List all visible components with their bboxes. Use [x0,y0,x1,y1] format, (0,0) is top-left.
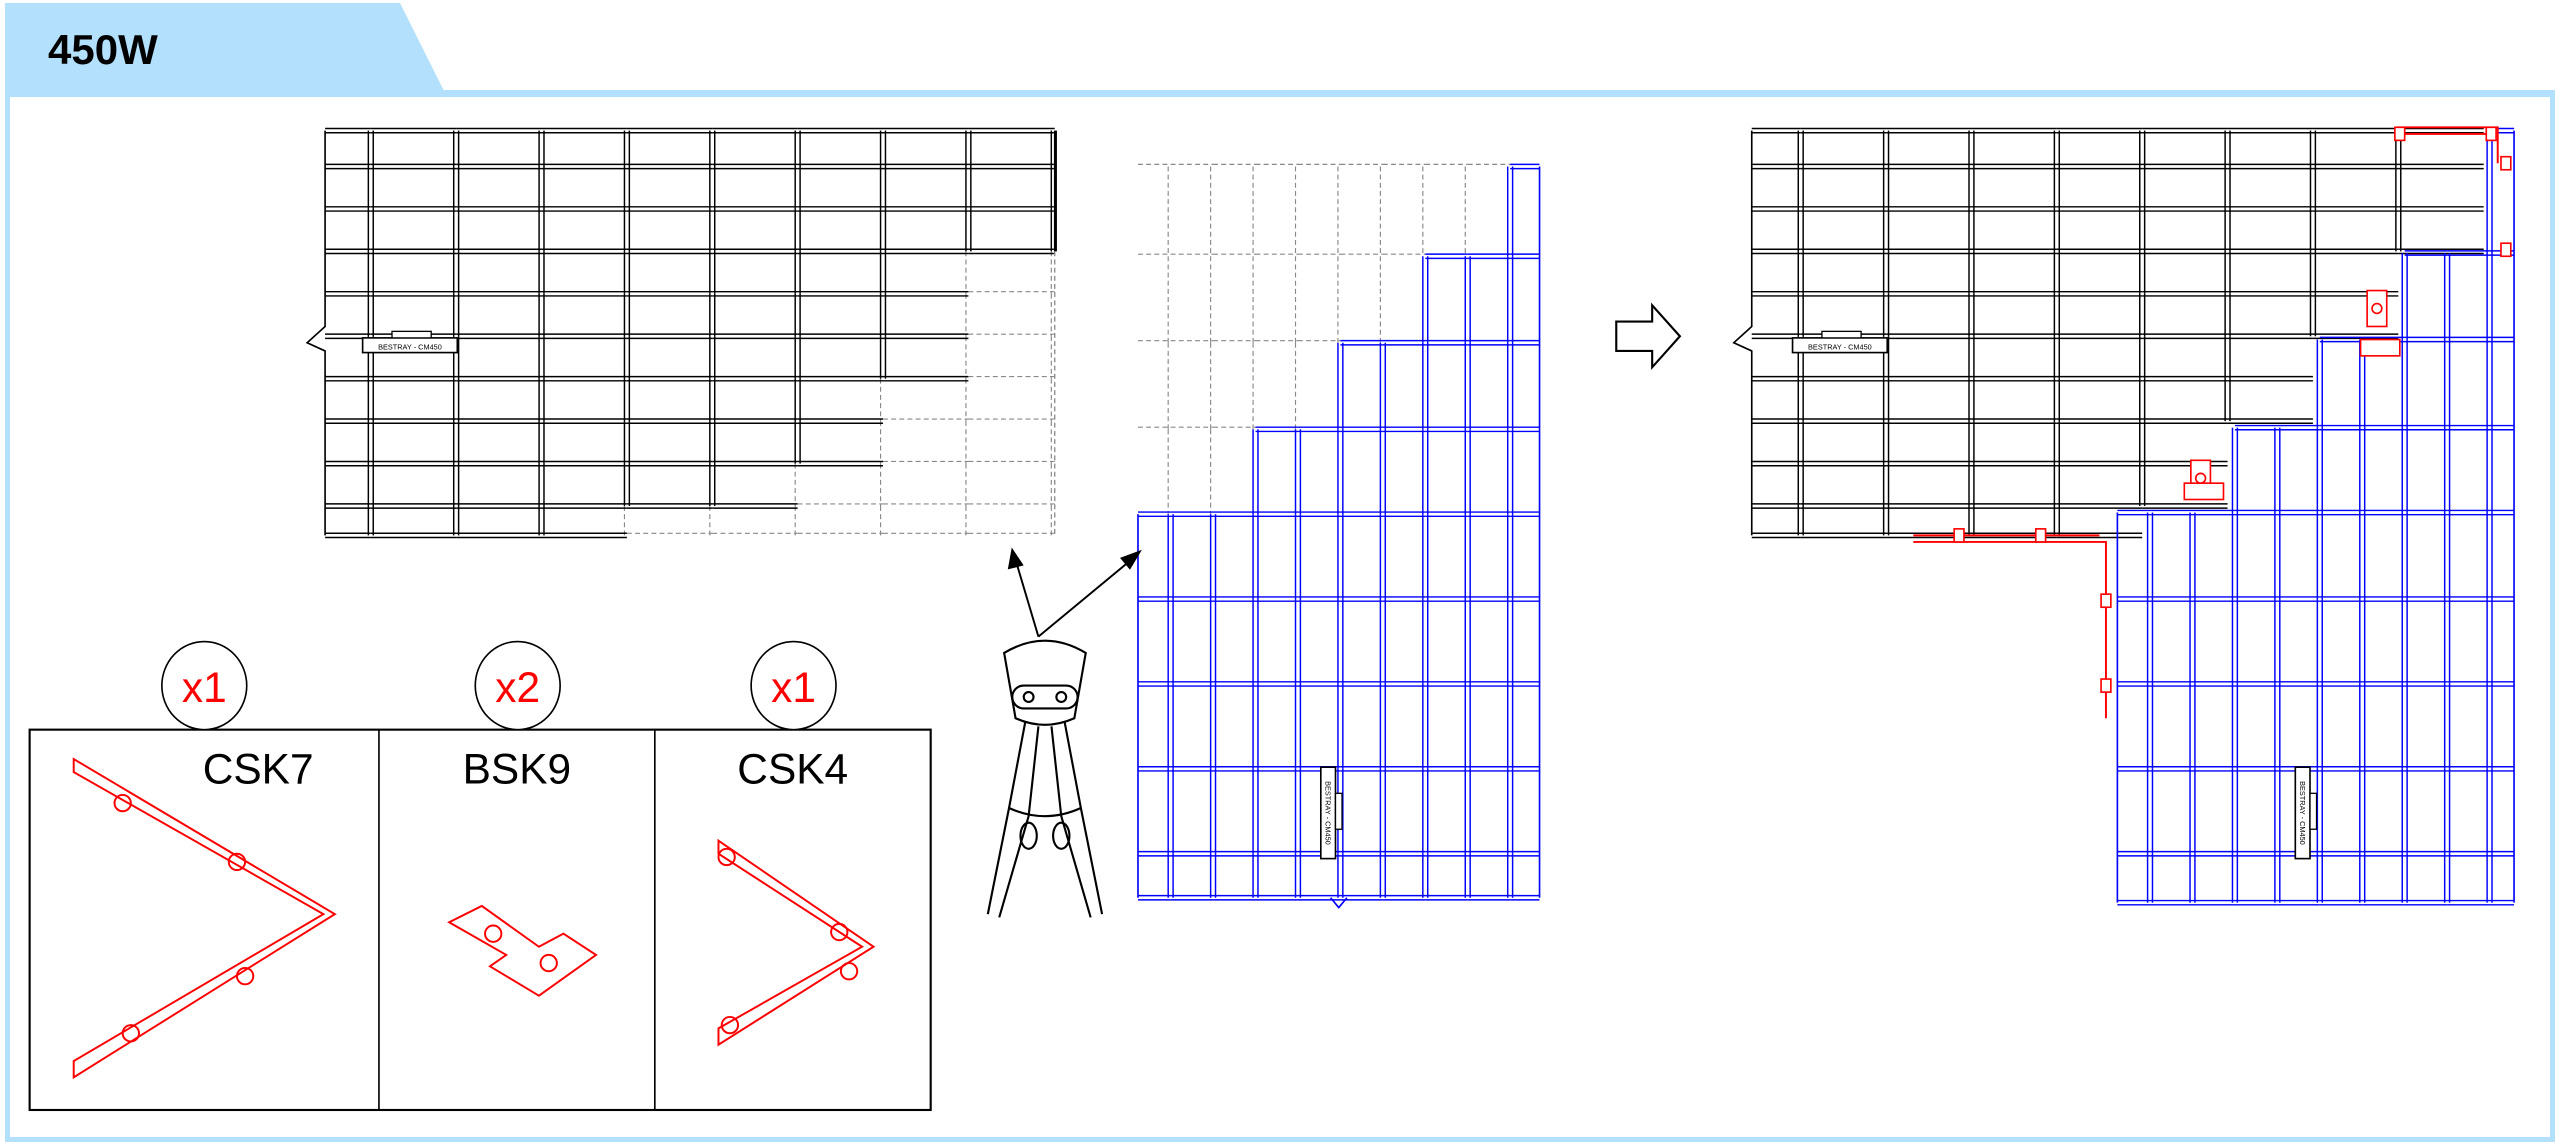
pointer-arrows [1007,547,1142,638]
existing-tray-before-cut [305,127,1057,539]
part-code: CSK7 [203,746,314,793]
quantity-label: x1 [182,664,227,711]
bolt-icon [227,852,247,872]
quantity-circle [161,640,248,731]
bolt [2034,528,2047,543]
assembled-junction [1732,126,2515,906]
tray-label-text: BESTRAY - CM450 [1808,342,1872,351]
csk7-icon [72,757,337,1080]
quantity-circle [474,640,561,731]
bsk9-clip [2359,338,2401,357]
quantity-label: x2 [495,664,540,711]
bsk9-screw [2371,302,2383,315]
tray-edge [1732,130,1753,536]
bolt-icon [235,966,255,986]
left-tray-label: BESTRAY - CM450 [361,330,459,354]
bolt-icon [717,847,736,867]
bsk9-clip [2183,482,2225,501]
bolt [2485,126,2497,142]
bolt [2500,155,2512,171]
page-title: 450W [48,26,158,73]
mid-tray-label: BESTRAY - CM450 [1319,766,1343,860]
screw-icon [484,924,503,943]
csk4-icon [717,838,876,1047]
tray-edge [305,130,326,536]
bolt [2100,593,2112,609]
bolt [2394,126,2406,142]
csk7-bracket [1913,534,2107,719]
bolt-icon [830,922,849,942]
bsk9-icon [447,904,598,997]
tray-label-text: BESTRAY - CM450 [2298,781,2307,845]
quantity-circle [750,640,837,731]
bolt [1953,528,1965,543]
parts-table [28,728,932,1112]
header-tab [5,3,445,93]
csk4-bracket [2396,126,2499,164]
part-code: CSK4 [737,746,848,793]
tray-label-text: BESTRAY - CM450 [378,342,442,351]
arrow-right-icon [1615,302,1682,371]
bolt [2100,678,2112,693]
part-code: BSK9 [463,746,572,793]
right-tray-label: BESTRAY - CM450 [1791,330,1889,354]
right-blue-tray-label: BESTRAY - CM450 [2294,766,2318,860]
break-mark [1329,897,1348,909]
screw-icon [539,953,558,973]
bolt-icon [839,962,859,981]
bsk9-clip [2366,289,2388,328]
diagram-frame [5,90,2555,1142]
bolt [2500,242,2512,258]
bolt-icon [113,793,132,813]
bolt-icon [720,1015,740,1035]
bolt-cutter-icon [986,639,1104,918]
quantity-label: x1 [771,664,816,711]
tray-label-text: BESTRAY - CM450 [1324,781,1333,845]
new-tray-cut [1137,163,1541,909]
bolt-icon [121,1024,140,1043]
